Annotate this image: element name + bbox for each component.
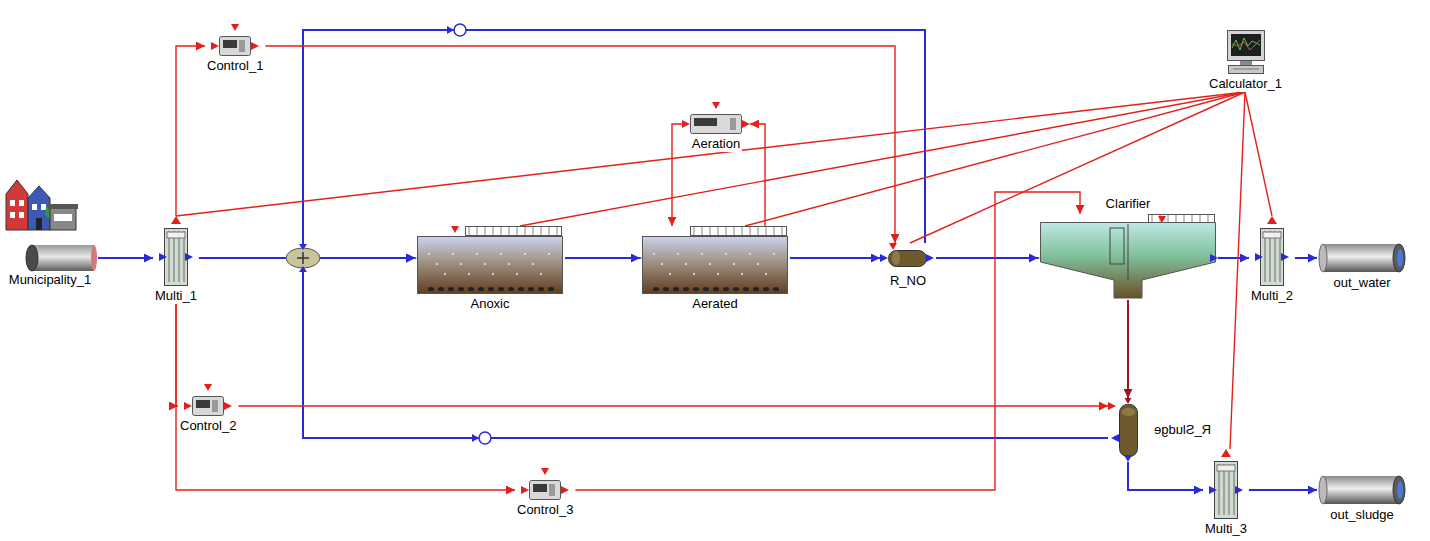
signal-line xyxy=(910,92,1245,243)
unit-label: Aeration xyxy=(690,136,742,152)
flow-line xyxy=(936,257,1038,259)
unit-icon xyxy=(1225,28,1267,76)
unit-block: Municipality_1 xyxy=(2,172,98,288)
unit-label: Control_2 xyxy=(178,418,238,434)
unit-label: Aerated xyxy=(690,296,740,312)
unit-icon xyxy=(1317,241,1407,275)
signal-line xyxy=(520,92,1245,226)
signal-line xyxy=(575,192,1080,490)
unit-block: R_Sludge xyxy=(1108,398,1213,462)
unit-icon xyxy=(1255,216,1289,288)
unit-icon xyxy=(682,98,750,136)
signal-line xyxy=(745,92,1245,226)
unit-label: Control_1 xyxy=(205,58,265,74)
unit-block: Multi_3 xyxy=(1203,449,1249,537)
signal-line xyxy=(1230,92,1245,449)
flow-line xyxy=(565,257,640,259)
unit-label: Anoxic xyxy=(468,296,511,312)
unit-icon xyxy=(2,172,98,272)
pump-symbol xyxy=(447,24,466,36)
unit-label: Municipality_1 xyxy=(7,272,93,288)
unit-block: out_sludge xyxy=(1317,473,1407,523)
signal-line xyxy=(176,92,1245,216)
unit-label: Control_3 xyxy=(515,502,575,518)
unit-block: Control_3 xyxy=(515,464,575,518)
unit-icon xyxy=(521,464,569,502)
flow-line xyxy=(1295,257,1317,259)
unit-block: out_water xyxy=(1317,241,1407,291)
unit-block: Aeration xyxy=(682,98,750,152)
unit-label: Calculator_1 xyxy=(1207,76,1284,92)
flow-line xyxy=(98,257,153,259)
unit-icon xyxy=(415,226,565,296)
unit-icon xyxy=(159,216,193,288)
unit-icon xyxy=(184,380,232,418)
unit-block: Multi_2 xyxy=(1249,216,1295,304)
flow-line xyxy=(1218,257,1249,259)
unit-label: R_NO xyxy=(888,273,928,289)
unit-label: R_Sludge xyxy=(1152,422,1213,438)
unit-icon xyxy=(880,243,936,273)
flow-line xyxy=(1128,462,1203,490)
mixer-symbol xyxy=(286,244,320,272)
signal-line xyxy=(265,46,895,243)
unit-block: R_NO xyxy=(880,243,936,289)
unit-icon xyxy=(640,226,790,296)
unit-icon xyxy=(1108,398,1148,462)
unit-icon xyxy=(211,20,259,58)
unit-label: out_sludge xyxy=(1328,507,1396,523)
flow-line xyxy=(1127,300,1129,398)
unit-label: Multi_3 xyxy=(1203,521,1249,537)
signal-line xyxy=(672,124,682,226)
unit-icon xyxy=(1317,473,1407,507)
flow-line xyxy=(790,257,880,259)
unit-label: Clarifier xyxy=(1104,196,1153,212)
flow-line xyxy=(1249,489,1317,491)
unit-label: Multi_2 xyxy=(1249,288,1295,304)
unit-label: out_water xyxy=(1331,275,1392,291)
unit-icon xyxy=(1209,449,1243,521)
unit-block: Anoxic xyxy=(415,226,565,312)
unit-block: Clarifier xyxy=(1038,214,1218,300)
signal-line xyxy=(1245,92,1272,216)
signal-line xyxy=(176,304,515,490)
unit-icon xyxy=(1038,214,1218,300)
unit-block: Calculator_1 xyxy=(1207,28,1284,92)
unit-label: Multi_1 xyxy=(153,288,199,304)
pump-symbol xyxy=(472,432,491,444)
unit-block: Control_2 xyxy=(178,380,238,434)
signal-line xyxy=(176,46,205,216)
unit-block: Control_1 xyxy=(205,20,265,74)
signal-line xyxy=(750,124,765,226)
flow-line xyxy=(303,30,925,258)
signal-line xyxy=(238,405,1108,406)
unit-block: Aerated xyxy=(640,226,790,312)
unit-block: Multi_1 xyxy=(153,216,199,304)
